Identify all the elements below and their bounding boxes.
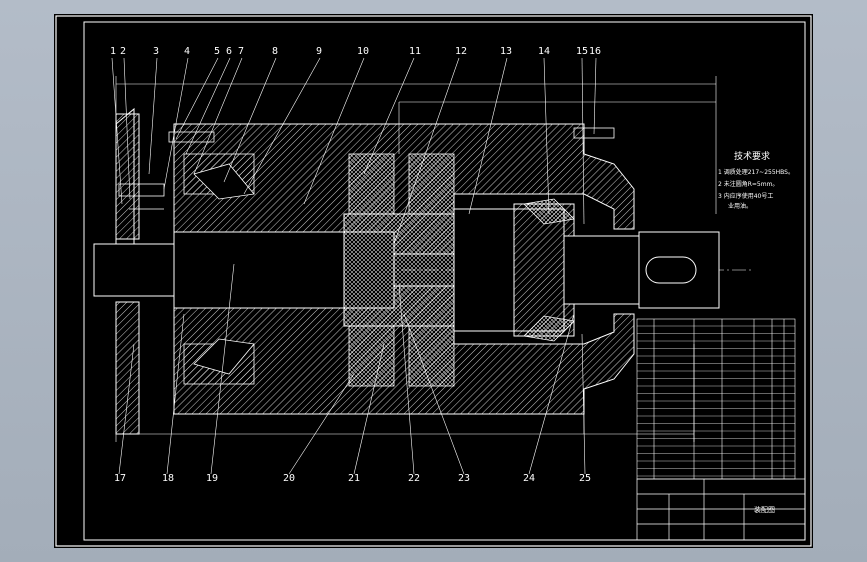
drawing-sheet: 1 2 3 4 5 6 7 8 9 10 11 12 13 14 15 16 1… [54,14,813,548]
balloon-10: 10 [357,46,370,57]
balloon-4: 4 [184,46,191,57]
balloon-3: 3 [153,46,160,57]
balloon-18: 18 [162,473,175,484]
leaders-top [111,57,597,245]
balloon-1: 1 [110,46,117,57]
balloon-11: 11 [409,46,422,57]
balloon-14: 14 [538,46,551,57]
assembly-drawing [55,15,812,547]
shaft [93,203,720,337]
balloon-25: 25 [579,473,592,484]
balloon-19: 19 [206,473,219,484]
housing [115,107,635,435]
balloon-9: 9 [316,46,323,57]
note-line-3: 3 内应序使用40号工 [718,193,774,200]
balloon-2: 2 [120,46,127,57]
inner-frame [83,21,806,541]
note-line-2: 2 未注圆角R=5mm。 [718,181,779,188]
balloon-24: 24 [523,473,536,484]
title-block [636,478,806,541]
balloon-21: 21 [348,473,361,484]
balloon-8: 8 [272,46,279,57]
balloon-17: 17 [114,473,127,484]
balloon-16: 16 [589,46,602,57]
balloon-22: 22 [408,473,421,484]
leaders-bottom [118,263,586,475]
note-line-1: 1 调质处理217~255HBS。 [718,169,794,176]
note-line-4: 业用油。 [728,203,753,210]
balloon-15: 15 [576,46,589,57]
balloon-5: 5 [214,46,221,57]
balloon-12: 12 [455,46,468,57]
drawing-name: 装配图 [754,506,775,514]
balloon-6: 6 [226,46,233,57]
notes-title: 技术要求 [734,152,771,162]
balloon-20: 20 [283,473,296,484]
parts-list-rows [637,325,795,477]
balloon-7: 7 [238,46,245,57]
bearings [183,153,575,387]
balloon-13: 13 [500,46,513,57]
parts-list [636,318,796,480]
outer-frame [55,15,812,547]
balloon-23: 23 [458,473,471,484]
